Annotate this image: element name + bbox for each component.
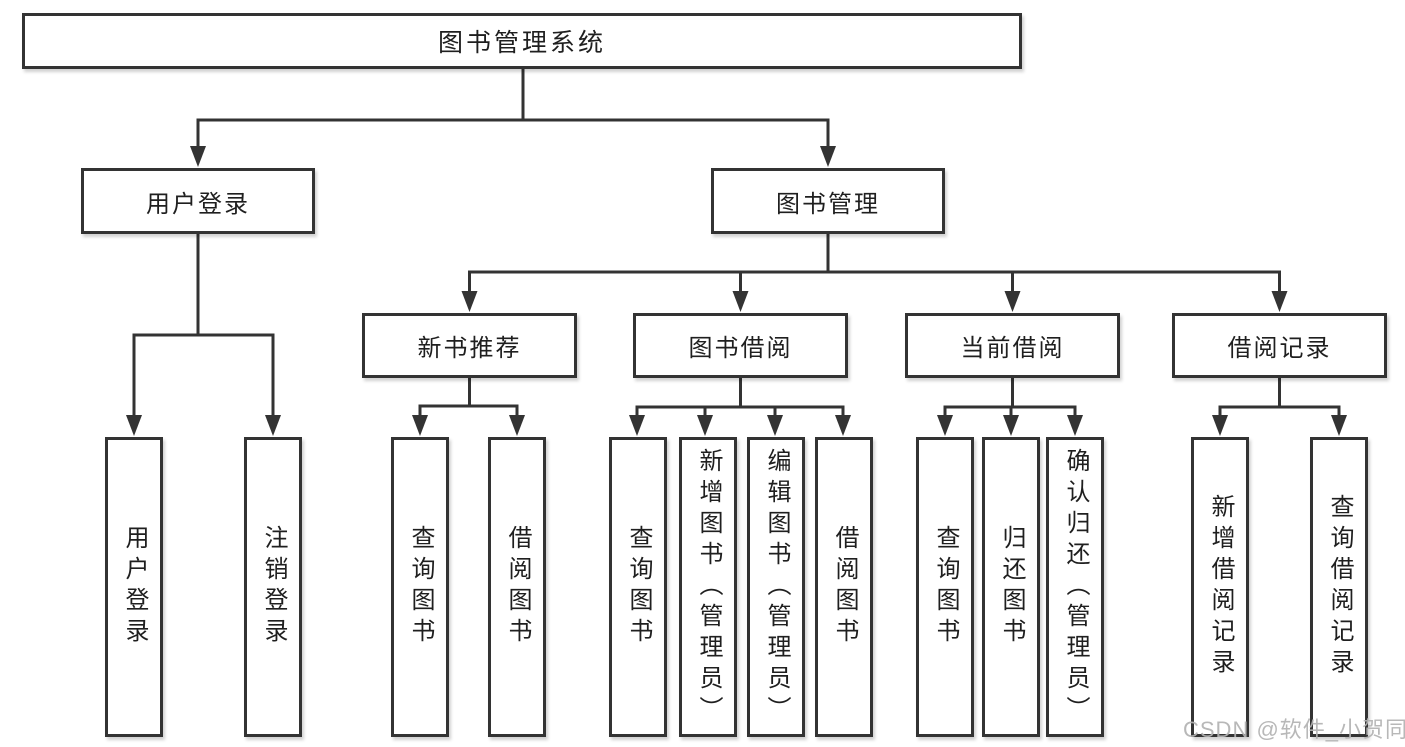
node-bb-edit-books-label: 编辑图书（管理员）	[763, 447, 790, 727]
node-cb-return-books-label: 归还图书	[998, 525, 1025, 649]
arrowhead-down-icon	[1212, 415, 1228, 436]
node-new-books-label: 新书推荐	[417, 335, 522, 362]
node-bb-borrow-books-label: 借阅图书	[831, 525, 858, 649]
node-new-books: 新书推荐	[362, 313, 577, 378]
node-nb-borrow-books: 借阅图书	[488, 437, 546, 737]
node-br-add-record-label: 新增借阅记录	[1207, 494, 1234, 680]
node-br-add-record: 新增借阅记录	[1191, 437, 1249, 737]
node-book-borrowing: 图书借阅	[633, 313, 848, 378]
node-login: 用户登录	[105, 437, 163, 737]
csdn-watermark: CSDN @软件_小贺同学	[1183, 717, 1405, 742]
arrowhead-down-icon	[820, 146, 836, 167]
node-logout-label: 注销登录	[260, 525, 287, 649]
node-user-login-label: 用户登录	[146, 190, 250, 218]
node-user-login: 用户登录	[81, 168, 315, 234]
node-bb-add-books-label: 新增图书（管理员）	[695, 447, 722, 727]
arrowhead-down-icon	[461, 291, 478, 312]
node-logout: 注销登录	[244, 437, 302, 737]
arrowhead-down-icon	[412, 415, 428, 436]
node-login-label: 用户登录	[121, 525, 148, 649]
arrowhead-down-icon	[1271, 291, 1288, 312]
node-bb-query-books: 查询图书	[609, 437, 667, 737]
arrowhead-down-icon	[1004, 291, 1021, 312]
node-bb-add-books: 新增图书（管理员）	[679, 437, 737, 737]
node-nb-query-books-label: 查询图书	[407, 525, 434, 649]
arrowhead-down-icon	[629, 415, 645, 436]
node-borrowing-records-label: 借阅记录	[1227, 335, 1332, 362]
arrowhead-down-icon	[1331, 415, 1347, 436]
node-book-borrowing-label: 图书借阅	[688, 335, 793, 362]
node-cb-confirm-return: 确认归还（管理员）	[1046, 437, 1104, 737]
node-br-query-record: 查询借阅记录	[1310, 437, 1368, 737]
node-book-management-label: 图书管理	[776, 190, 880, 218]
node-root-label: 图书管理系统	[437, 29, 606, 57]
node-cb-query-books-label: 查询图书	[932, 525, 959, 649]
arrowhead-down-icon	[835, 415, 851, 436]
arrowhead-down-icon	[265, 415, 281, 436]
arrowhead-down-icon	[1067, 415, 1083, 436]
node-bb-edit-books: 编辑图书（管理员）	[747, 437, 805, 737]
node-cb-confirm-return-label: 确认归还（管理员）	[1062, 447, 1089, 727]
node-bb-query-books-label: 查询图书	[625, 525, 652, 649]
node-cb-query-books: 查询图书	[916, 437, 974, 737]
arrowhead-down-icon	[697, 415, 713, 436]
arrowhead-down-icon	[767, 415, 783, 436]
node-nb-borrow-books-label: 借阅图书	[504, 525, 531, 649]
node-nb-query-books: 查询图书	[391, 437, 449, 737]
arrowhead-down-icon	[126, 415, 142, 436]
node-borrowing-records: 借阅记录	[1172, 313, 1387, 378]
arrowhead-down-icon	[937, 415, 953, 436]
arrowhead-down-icon	[509, 415, 525, 436]
node-book-management: 图书管理	[711, 168, 945, 234]
arrowhead-down-icon	[1003, 415, 1019, 436]
node-br-query-record-label: 查询借阅记录	[1326, 494, 1353, 680]
node-root: 图书管理系统	[22, 13, 1022, 69]
node-current-borrowing-label: 当前借阅	[960, 335, 1065, 362]
node-bb-borrow-books: 借阅图书	[815, 437, 873, 737]
node-current-borrowing: 当前借阅	[905, 313, 1120, 378]
node-cb-return-books: 归还图书	[982, 437, 1040, 737]
arrowhead-down-icon	[732, 291, 749, 312]
arrowhead-down-icon	[190, 146, 206, 167]
